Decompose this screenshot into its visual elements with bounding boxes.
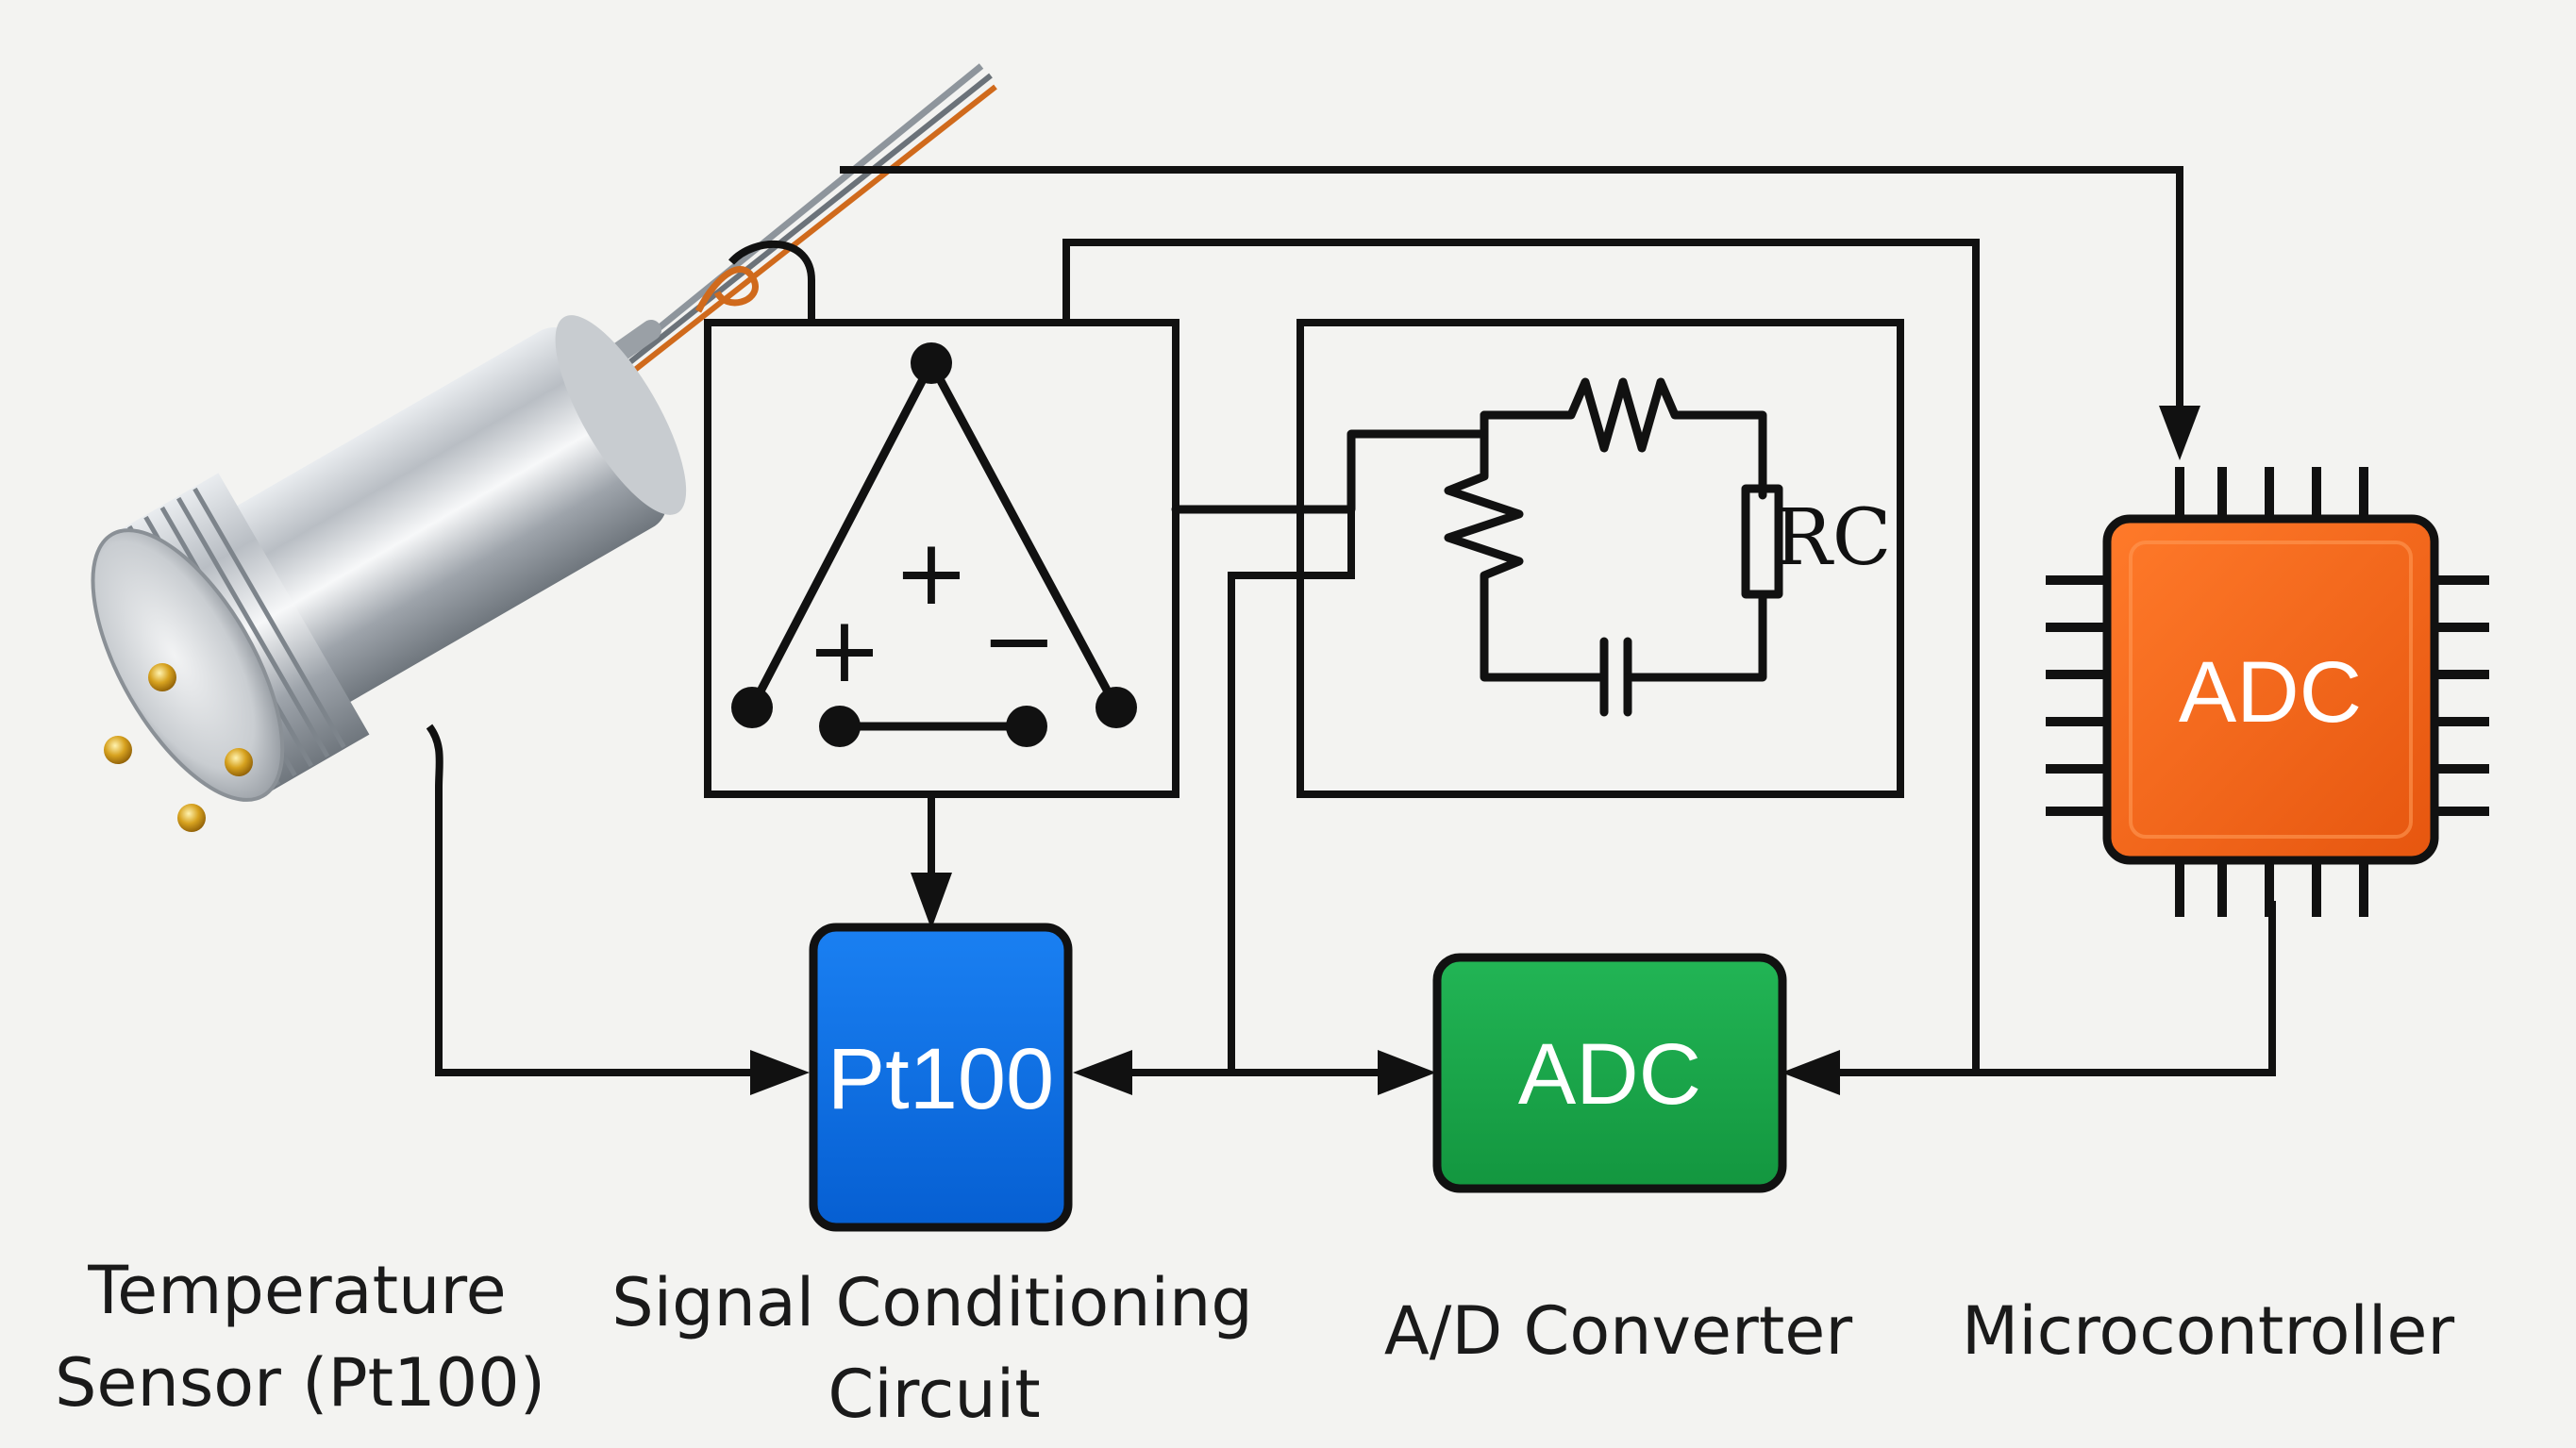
microcontroller-chip-icon <box>2046 467 2489 917</box>
temperature-sensor-probe-icon <box>91 63 997 832</box>
rc-filter-frame <box>1296 319 1904 798</box>
rc-label: RC <box>1774 493 1891 583</box>
op-amp-plus-top: + <box>894 520 969 625</box>
microcontroller-label: Microcontroller <box>1962 1292 2455 1370</box>
conditioning-label-line2: Circuit <box>828 1356 1040 1433</box>
signal-conditioning-frame <box>704 319 1179 798</box>
adc-block <box>1432 953 1787 1193</box>
sensor-pins <box>104 663 253 832</box>
sensor-label-line1: Temperature <box>87 1252 506 1329</box>
arrowheads <box>750 406 2200 1095</box>
microcontroller-chip-label: ADC <box>2179 644 2362 741</box>
sensor-label-line2: Sensor (Pt100) <box>55 1344 545 1422</box>
pt100-block <box>809 923 1073 1232</box>
signal-wires <box>426 166 2276 1076</box>
op-amp-symbol-icon <box>731 342 1137 747</box>
pt100-block-label: Pt100 <box>828 1031 1054 1127</box>
conditioning-label-line1: Signal Conditioning <box>611 1264 1253 1341</box>
op-amp-plus-left: + <box>807 597 882 703</box>
converter-label: A/D Converter <box>1384 1292 1852 1370</box>
rc-network <box>1171 377 1783 717</box>
adc-block-label: ADC <box>1518 1026 1701 1123</box>
op-amp-minus-right: − <box>981 588 1057 693</box>
